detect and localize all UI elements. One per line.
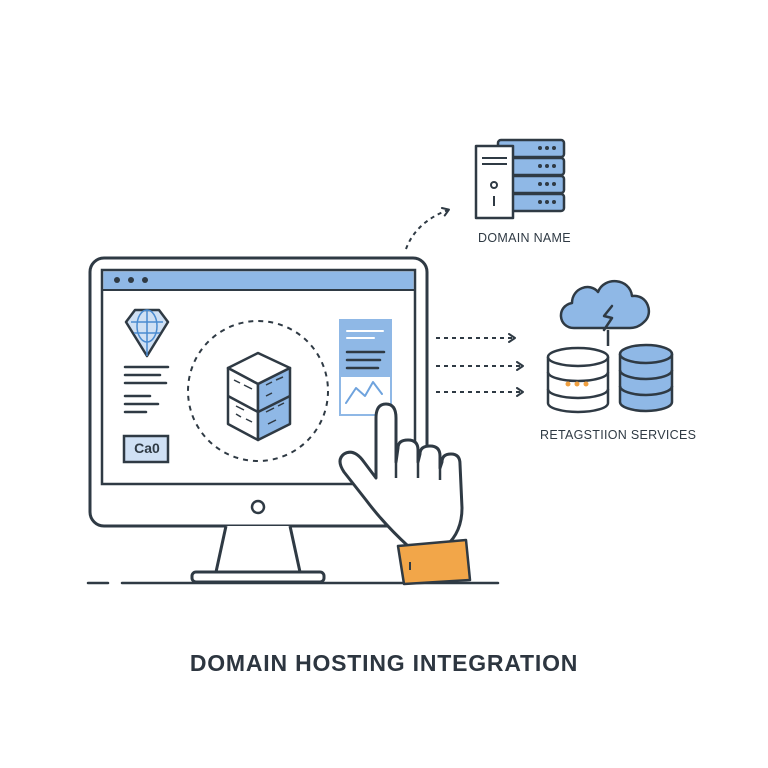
page-title: DOMAIN HOSTING INTEGRATION [189, 650, 579, 676]
pointing-hand-icon [338, 402, 472, 586]
database-icon [546, 346, 610, 414]
connector-arrows [405, 207, 524, 397]
cube-icon [226, 351, 292, 442]
cloud-icon [559, 280, 651, 346]
text-lines [123, 365, 170, 414]
services-label: RETAGSTIION SERVICES [540, 428, 697, 442]
badge-box [122, 434, 170, 464]
document-chart-icon [339, 319, 392, 416]
dashed-circle [187, 320, 329, 462]
diamond-globe-icon [124, 308, 170, 358]
server-rack-icon [474, 138, 566, 220]
database-icon [618, 343, 674, 413]
domain-name-label: DOMAIN NAME [478, 231, 571, 245]
screen-badge-text: Ca0 [134, 440, 160, 456]
